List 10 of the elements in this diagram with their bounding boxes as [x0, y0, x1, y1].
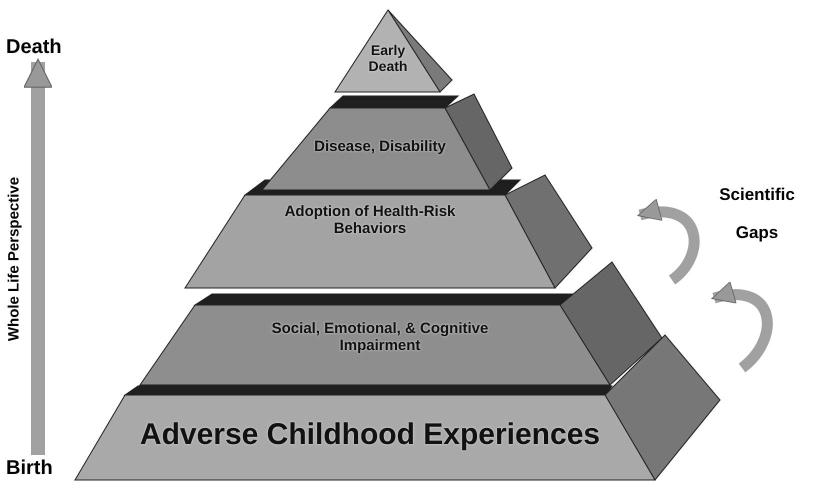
tier-label: Disease, Disability [313, 138, 447, 156]
tier-label: Adverse Childhood Experiences [138, 418, 602, 452]
annotation-text: Scientific Gaps [718, 184, 796, 244]
tier-label: Social, Emotional, & Cognitive Impairment [270, 320, 490, 354]
tier-label: Early Death [368, 42, 408, 74]
edge-label: Whole Life Perspective [6, 176, 22, 341]
axis-end-label: Birth [6, 455, 68, 481]
up-arrow [23, 58, 53, 455]
axis-end-label: Death [6, 34, 76, 60]
tier-label: Adoption of Health-Risk Behaviors [284, 203, 456, 238]
